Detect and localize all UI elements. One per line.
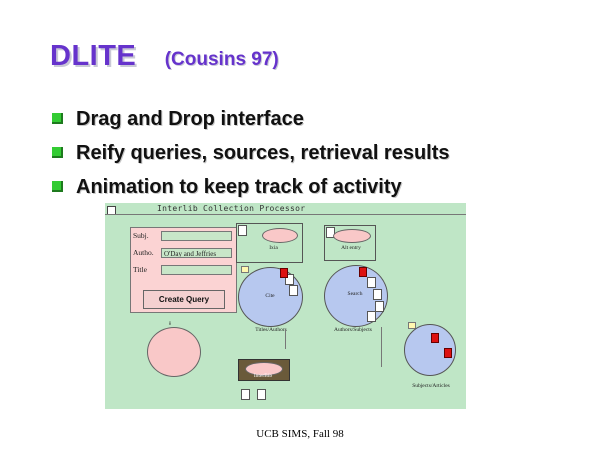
document-icon	[241, 389, 250, 400]
bullet-square-icon	[52, 113, 63, 124]
query-field-author[interactable]: Autho. O'Day and Jeffries	[131, 247, 235, 261]
create-query-button[interactable]: Create Query	[143, 290, 225, 309]
document-icon	[373, 289, 382, 300]
bullet-square-icon	[52, 147, 63, 158]
interbib-label: InterBib	[253, 373, 273, 379]
title-input[interactable]	[161, 265, 232, 275]
query-field-title[interactable]: Title	[131, 264, 235, 278]
document-icon	[367, 277, 376, 288]
query-drop-oval[interactable]	[147, 327, 201, 377]
oval-marker: ᵻ	[169, 319, 171, 327]
field-label: Title	[133, 265, 147, 274]
red-marker-icon	[444, 348, 452, 358]
query-field-subject[interactable]: Subj.	[131, 230, 235, 244]
red-marker-icon	[359, 267, 367, 277]
connector-line	[285, 329, 286, 349]
title-subtitle: (Cousins 97)	[164, 49, 279, 70]
red-marker-icon	[280, 268, 288, 278]
source-oval-1[interactable]	[262, 228, 298, 243]
source-oval-2[interactable]	[333, 229, 371, 243]
query-panel[interactable]: Subj. Autho. O'Day and Jeffries Title Cr…	[130, 227, 237, 313]
document-icon	[289, 285, 298, 296]
author-input[interactable]: O'Day and Jeffries	[161, 248, 232, 258]
bullet-list: Drag and Drop interface Reify queries, s…	[52, 106, 450, 208]
result-circle-3[interactable]	[404, 324, 456, 376]
document-icon	[238, 225, 247, 236]
result-circle-label: Search	[347, 291, 363, 297]
connector-line	[381, 327, 382, 367]
field-label: Autho.	[133, 248, 154, 257]
source-caption: Subjects/Articles	[412, 383, 450, 389]
document-icon	[375, 301, 384, 312]
window-title: Interlib Collection Processor	[157, 204, 306, 213]
bullet-text: Animation to keep track of activity	[76, 176, 402, 198]
bullet-square-icon	[52, 181, 63, 192]
source-oval-label: Ixia	[269, 245, 278, 251]
bullet-text: Reify queries, sources, retrieval result…	[76, 142, 450, 164]
subject-input[interactable]	[161, 231, 232, 241]
interbib-oval[interactable]	[245, 362, 283, 376]
title-main: DLITE	[50, 40, 137, 72]
slide-footer: UCB SIMS, Fall 98	[256, 428, 344, 440]
result-circle-label: Cite	[265, 293, 275, 299]
result-tab-icon	[408, 322, 416, 329]
source-caption: Titles/Authors	[255, 327, 287, 333]
dlite-screenshot: Interlib Collection Processor Subj. Auth…	[105, 203, 466, 409]
bullet-item: Animation to keep track of activity	[52, 174, 450, 208]
document-icon	[367, 311, 376, 322]
bullet-item: Reify queries, sources, retrieval result…	[52, 140, 450, 174]
field-label: Subj.	[133, 231, 149, 240]
bullet-text: Drag and Drop interface	[76, 108, 304, 130]
document-icon	[285, 274, 294, 285]
slide-title: DLITE (Cousins 97)	[50, 40, 279, 73]
bullet-item: Drag and Drop interface	[52, 106, 450, 140]
source-oval-label: Alt entry	[341, 245, 361, 251]
document-icon	[257, 389, 266, 400]
title-divider	[105, 214, 466, 215]
result-tab-icon	[241, 266, 249, 273]
red-marker-icon	[431, 333, 439, 343]
source-caption: Authors/Subjects	[334, 327, 372, 333]
